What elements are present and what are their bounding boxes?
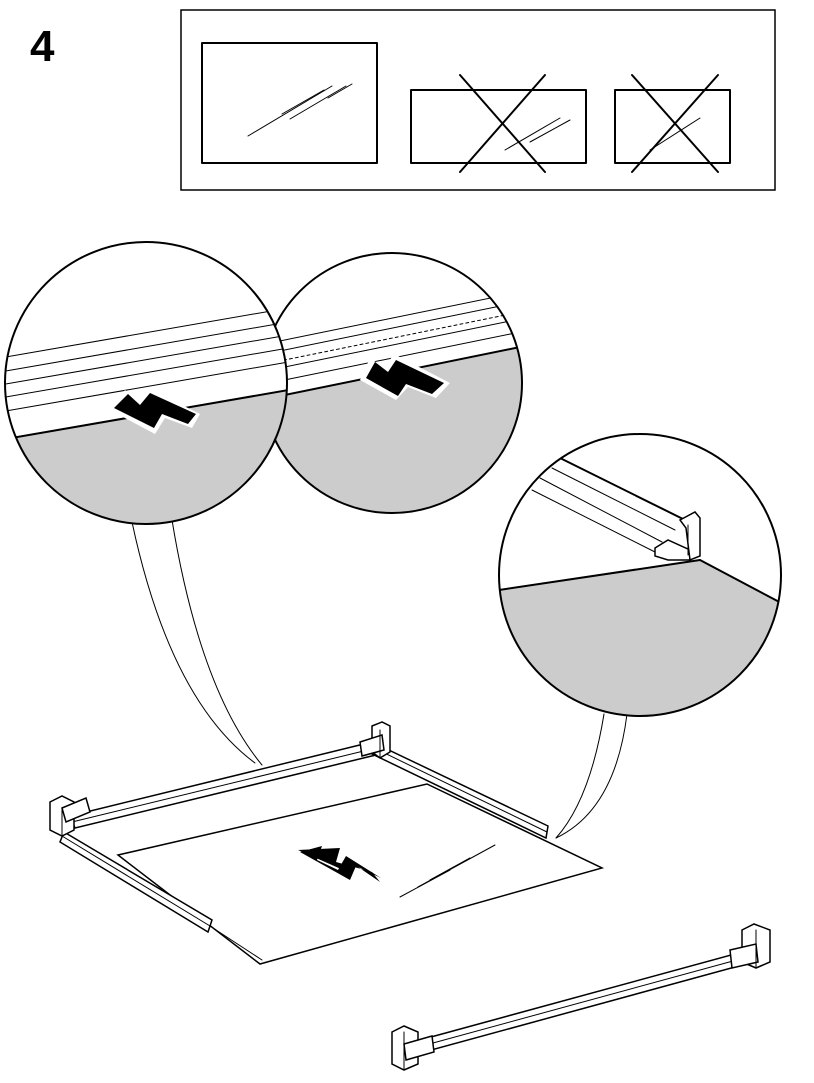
arrow-icon bbox=[366, 360, 444, 396]
corner-connector-back-right bbox=[359, 721, 391, 759]
orientation-guide-panel bbox=[180, 9, 776, 191]
arrow-icon bbox=[300, 846, 381, 880]
corner-connector-back-left bbox=[49, 795, 91, 837]
left-rail bbox=[59, 830, 213, 934]
callout-tails bbox=[131, 519, 628, 839]
loose-front-rail bbox=[391, 923, 771, 1071]
frame-assembly bbox=[49, 721, 605, 965]
corner-connector-front-right bbox=[729, 923, 771, 969]
corner-connector-front-left bbox=[391, 1025, 435, 1071]
detail-circle-rail-groove bbox=[261, 252, 523, 514]
step-number: 4 bbox=[30, 22, 55, 71]
wrong-orientation-1 bbox=[410, 74, 587, 173]
detail-circle-rail-insert bbox=[4, 241, 288, 525]
glass-panel bbox=[116, 783, 605, 965]
detail-circle-rail-end bbox=[498, 433, 782, 717]
arrow-icon bbox=[114, 393, 196, 428]
correct-glass-orientation bbox=[201, 42, 378, 164]
wrong-orientation-2 bbox=[614, 74, 731, 173]
